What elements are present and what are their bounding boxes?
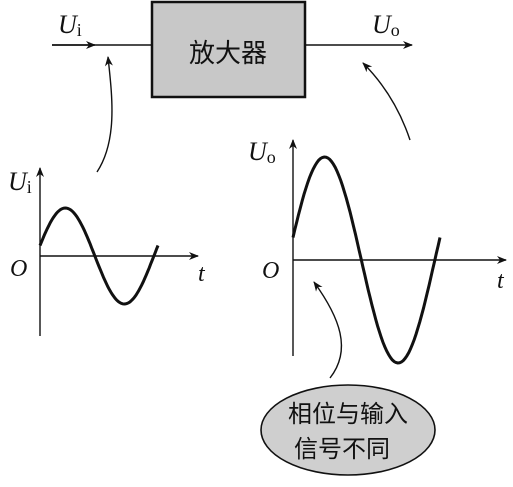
amplifier-block: 放大器 (150, 0, 307, 99)
callout-line-2: 信号不同 (294, 435, 390, 463)
output-graph-y-label: Uo (248, 137, 276, 167)
callout-line-1: 相位与输入 (288, 400, 408, 428)
output-graph: Uo O t (248, 137, 507, 365)
input-signal-label: Ui (58, 10, 82, 40)
input-graph-y-label: Ui (8, 167, 32, 197)
callout-bubble (260, 384, 436, 476)
output-signal-label: Uo (372, 10, 400, 40)
output-waveform (291, 155, 442, 365)
output-graph-x-label: t (497, 268, 505, 294)
input-graph: Ui O t (8, 167, 206, 336)
phase-callout: 相位与输入 信号不同 (260, 281, 436, 476)
input-graph-x-label: t (198, 261, 206, 287)
input-waveform (38, 206, 160, 306)
output-line: Uo (305, 10, 413, 49)
output-leader-arrow (362, 62, 411, 141)
output-graph-origin-label: O (262, 258, 279, 284)
input-line: Ui (52, 10, 152, 49)
amplifier-box (150, 0, 307, 99)
amplifier-label: 放大器 (189, 39, 267, 69)
input-leader-arrow (96, 56, 113, 173)
input-graph-origin-label: O (10, 256, 27, 282)
callout-leader-arrow (313, 281, 343, 379)
